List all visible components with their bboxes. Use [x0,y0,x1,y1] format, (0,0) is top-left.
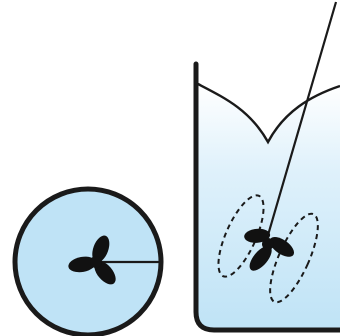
beaker-wall [193,61,340,333]
side-view [193,1,340,333]
liquid [198,84,340,330]
flow-loop-right [269,212,319,304]
top-view-propeller-icon [68,235,116,285]
top-view [12,186,164,336]
vortex-surface [197,82,340,145]
side-view-shaft [264,1,338,243]
side-view-propeller-icon [244,228,294,271]
